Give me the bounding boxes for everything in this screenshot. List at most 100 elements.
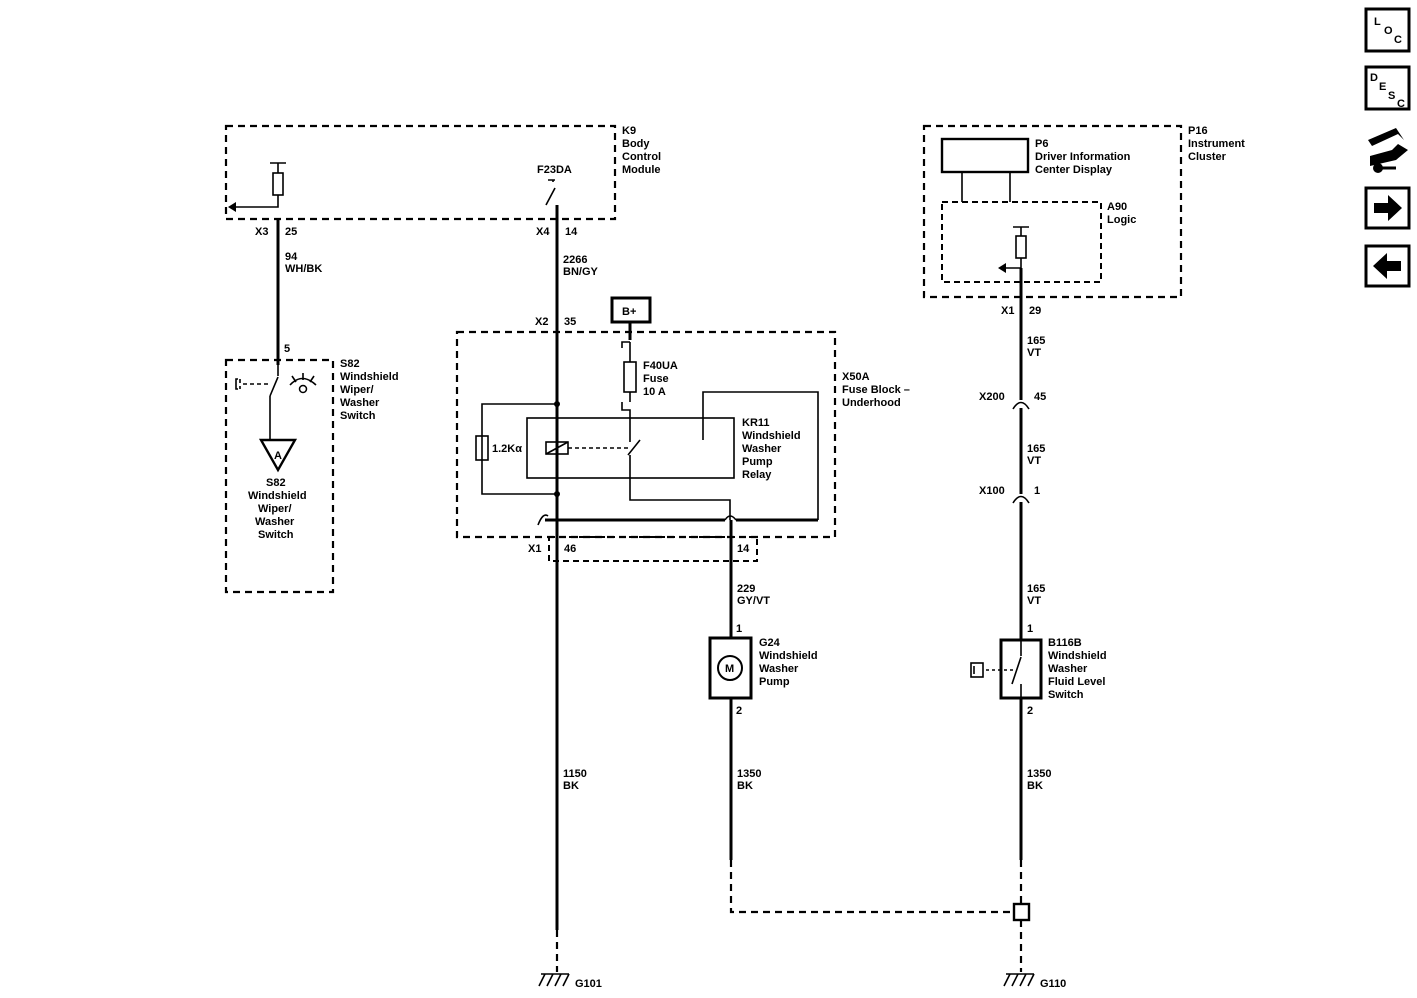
s82-bottom-id: S82 [266, 477, 286, 489]
x200-connector-label: X200 [979, 391, 1005, 403]
x50a-name-line: Fuse Block – [842, 384, 910, 396]
b116b-fluid-level-switch: B116B Windshield Washer Fluid Level Swit… [970, 637, 1107, 701]
s82-name-line: Washer [340, 397, 380, 409]
resistor-label: 1.2Kα [492, 443, 522, 455]
x50a-id: X50A [842, 371, 870, 383]
g24-pin2-label: 2 [736, 705, 742, 717]
p6-name-line: Center Display [1035, 164, 1113, 176]
g24-name-line: Pump [759, 676, 790, 688]
b116b-pin1-label: 1 [1027, 623, 1033, 635]
wire-1150-color: BK [563, 780, 579, 792]
ground-g101-label: G101 [575, 978, 602, 990]
s82-bottom-name-line: Switch [258, 529, 294, 541]
f40ua-name-line: 10 A [643, 386, 666, 398]
x100-pin-label: 1 [1034, 485, 1040, 497]
kr11-name-line: Relay [742, 469, 772, 481]
k9-name-line: Control [622, 151, 661, 163]
a90-name-line: Logic [1107, 214, 1136, 226]
s82-id: S82 [340, 358, 360, 370]
b116b-name-line: Washer [1048, 663, 1088, 675]
battery-positive-label: B+ [622, 306, 636, 318]
k9-id: K9 [622, 125, 636, 137]
s82-bottom-name-line: Wiper/ [258, 503, 292, 515]
washer-spray-icon [289, 373, 317, 394]
wire-1350a-circuit: 1350 [737, 768, 761, 780]
wire-94-color: WH/BK [285, 263, 322, 275]
g24-name-line: Washer [759, 663, 799, 675]
next-page-button[interactable] [1364, 186, 1411, 230]
location-button[interactable]: L O C [1364, 7, 1411, 53]
s82-bottom-name-line: Washer [255, 516, 295, 528]
motor-symbol-label: M [725, 663, 734, 675]
x50a-name-line: Underhood [842, 397, 901, 409]
x3-connector-label: X3 [255, 226, 268, 238]
loc-letter: L [1374, 16, 1381, 28]
wire-165a-circuit: 165 [1027, 335, 1045, 347]
description-button[interactable]: D E S C [1364, 65, 1411, 111]
x1-fuse-block-connector [548, 536, 758, 562]
kr11-name-line: Pump [742, 456, 773, 468]
wire-94-circuit: 94 [285, 251, 298, 263]
kr11-id: KR11 [742, 417, 770, 429]
wire-1350b-circuit: 1350 [1027, 768, 1051, 780]
f40ua-name-line: Fuse [643, 373, 669, 385]
ground-g110: G110 [1003, 973, 1066, 990]
x2-connector-label: X2 [535, 316, 548, 328]
g24-id: G24 [759, 637, 781, 649]
connector-jump-icon[interactable] [1368, 128, 1408, 173]
k9-name-line: Module [622, 164, 661, 176]
desc-letter: D [1370, 72, 1378, 84]
p6-display-box [940, 137, 1030, 174]
wire-1150-circuit: 1150 [563, 768, 587, 780]
wire-1350a-color: BK [737, 780, 753, 792]
wire-229-circuit: 229 [737, 583, 755, 595]
p16-name-line: Instrument [1188, 138, 1245, 150]
b116b-name-line: Fluid Level [1048, 676, 1105, 688]
x50a-fuse-block-underhood: X50A Fuse Block – Underhood F40UA Fuse 1… [455, 322, 910, 539]
k9-name-line: Body [622, 138, 650, 150]
f23da-label: F23DA [537, 164, 572, 176]
arrow-left-icon [1373, 253, 1401, 279]
x1-fb-connector-label: X1 [528, 543, 541, 555]
wire-229-color: GY/VT [737, 595, 770, 607]
p6-id: P6 [1035, 138, 1048, 150]
loc-letter: O [1384, 25, 1393, 37]
x2-pin-label: 35 [564, 316, 576, 328]
x4-pin-label: 14 [565, 226, 578, 238]
x4-connector-label: X4 [536, 226, 550, 238]
g24-washer-pump: M G24 Windshield Washer Pump [708, 636, 818, 700]
wire-165c-circuit: 165 [1027, 583, 1045, 595]
wire-2266-color: BN/GY [563, 266, 599, 278]
wire-2266-circuit: 2266 [563, 254, 587, 266]
b116b-name-line: Switch [1048, 689, 1084, 701]
wire-165a-color: VT [1027, 347, 1041, 359]
s82-name-line: Wiper/ [340, 384, 374, 396]
b116b-id: B116B [1048, 637, 1082, 649]
x1-fb-pin14-label: 14 [737, 543, 750, 555]
desc-letter: E [1379, 81, 1386, 93]
p16-instrument-cluster: P16 Instrument Cluster P6 Driver Informa… [922, 124, 1245, 299]
g24-name-line: Windshield [759, 650, 818, 662]
b116b-name-line: Windshield [1048, 650, 1107, 662]
ground-g110-label: G110 [1040, 978, 1066, 990]
f40ua-id: F40UA [643, 360, 678, 372]
x1-ic-pin-label: 29 [1029, 305, 1041, 317]
p16-id: P16 [1188, 125, 1208, 137]
desc-letter: S [1388, 90, 1395, 102]
wire-165b-circuit: 165 [1027, 443, 1045, 455]
previous-page-button[interactable] [1364, 244, 1411, 288]
x3-pin-label: 25 [285, 226, 297, 238]
x100-connector-label: X100 [979, 485, 1005, 497]
b116b-pin2-label: 2 [1027, 705, 1033, 717]
k9-body-control-module: K9 Body Control Module F23DA [224, 124, 661, 221]
ground-g101: G101 [538, 973, 602, 990]
s82-name-line: Switch [340, 410, 376, 422]
wire-1350b-color: BK [1027, 780, 1043, 792]
x1-ic-connector-label: X1 [1001, 305, 1014, 317]
p6-name-line: Driver Information [1035, 151, 1131, 163]
arrow-right-icon [1374, 195, 1402, 221]
s82-wiper-washer-switch: S82 Windshield Wiper/ Washer Switch A S8… [224, 358, 399, 594]
x1-fb-pin46-label: 46 [564, 543, 576, 555]
desc-letter: C [1397, 98, 1405, 110]
